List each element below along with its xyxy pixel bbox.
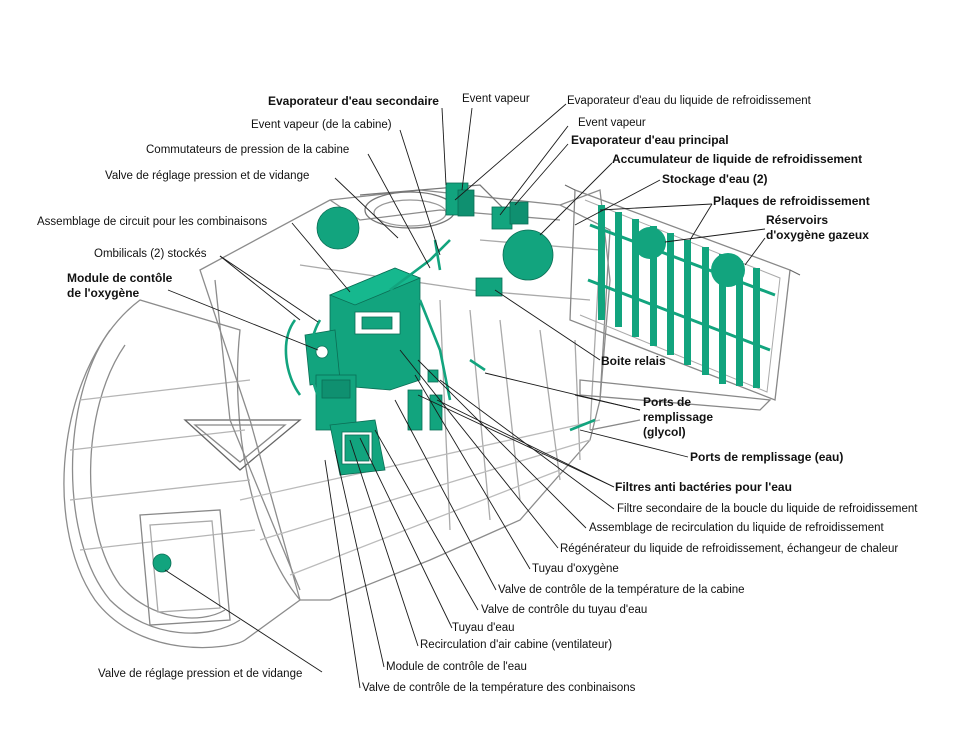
label-stockage-eau: Stockage d'eau (2)	[662, 172, 768, 186]
label-recirculation-air: Recirculation d'air cabine (ventilateur)	[420, 639, 613, 651]
label-module-eau: Module de contrôle de l'eau	[386, 661, 527, 673]
label-assemblage-circuit: Assemblage de circuit pour les combinais…	[37, 216, 268, 228]
label-tuyau-eau: Tuyau d'eau	[452, 622, 515, 634]
pipes	[284, 239, 596, 432]
label-filtres-bacteries: Filtres anti bactéries pour l'eau	[615, 480, 792, 494]
label-assemblage-recirculation: Assemblage de recirculation du liquide d…	[589, 522, 884, 534]
label-valve-temp-combinaisons: Valve de contrôle de la température des …	[362, 682, 636, 694]
label-valve-temp-cabine: Valve de contrôle de la température de l…	[498, 584, 745, 596]
label-accumulateur: Accumulateur de liquide de refroidisseme…	[612, 152, 863, 166]
label-event-vapeur-1: Event vapeur	[462, 93, 530, 105]
label-valve-reglage-haut: Valve de réglage pression et de vidange	[105, 170, 310, 182]
label-filtre-secondaire: Filtre secondaire de la boucle du liquid…	[617, 503, 918, 515]
leader-lines	[164, 103, 766, 689]
label-tuyau-oxygene: Tuyau d'oxygène	[532, 563, 619, 575]
label-regenerateur: Régénérateur du liquide de refroidisseme…	[560, 543, 899, 555]
label-event-vapeur-cabine: Event vapeur (de la cabine)	[251, 119, 392, 131]
label-module-oxygene: Module de contôle de l'oxygène	[67, 271, 173, 300]
label-reservoirs-oxygene: Réservoirs d'oxygène gazeux	[766, 213, 869, 242]
label-plaques-refroidissement: Plaques de refroidissement	[713, 194, 870, 208]
label-evaporateur-liquide-refroidissement: Evaporateur d'eau du liquide de refroidi…	[567, 95, 811, 107]
label-ports-glycol: Ports de remplissage (glycol)	[643, 395, 714, 439]
label-event-vapeur-2: Event vapeur	[578, 117, 646, 129]
label-evaporateur-secondaire: Evaporateur d'eau secondaire	[268, 94, 439, 108]
label-commutateurs-pression: Commutateurs de pression de la cabine	[146, 144, 350, 156]
label-valve-tuyau-eau: Valve de contrôle du tuyau d'eau	[481, 604, 648, 616]
label-boite-relais: Boite relais	[601, 354, 666, 368]
cooling-plates-panel	[564, 184, 801, 401]
label-ports-eau: Ports de remplissage (eau)	[690, 450, 844, 464]
label-evaporateur-principal: Evaporateur d'eau principal	[571, 133, 729, 147]
label-valve-reglage-bas: Valve de réglage pression et de vidange	[98, 668, 303, 680]
label-ombilicals: Ombilicals (2) stockés	[94, 248, 207, 260]
